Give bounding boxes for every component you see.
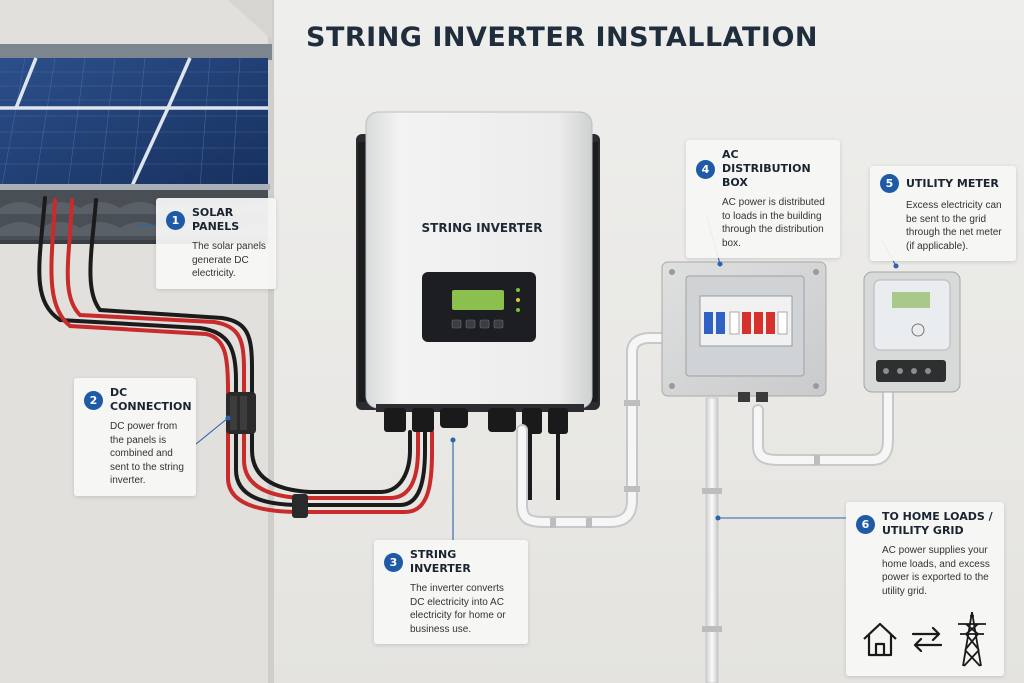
house-icon bbox=[863, 622, 897, 657]
roof-gable bbox=[228, 0, 272, 40]
callout-number: 6 bbox=[856, 514, 875, 534]
callout-text: The inverter converts DC electricity int… bbox=[410, 583, 506, 635]
callout-number: 2 bbox=[84, 390, 103, 410]
callout-text: AC power is distributed to loads in the … bbox=[722, 197, 825, 249]
exchange-arrows-icon bbox=[911, 626, 943, 653]
wall-corner bbox=[268, 0, 274, 683]
callout-number: 4 bbox=[696, 159, 715, 179]
ac-distribution-box bbox=[661, 261, 827, 402]
home-grid-icons bbox=[856, 610, 994, 668]
callout-title: UTILITY METER bbox=[906, 176, 999, 190]
callout-home-loads-grid: 6 TO HOME LOADS / UTILITY GRID AC power s… bbox=[846, 502, 1004, 676]
callout-ac-distribution-box: 4 AC DISTRIBUTION BOX AC power is distrib… bbox=[686, 140, 840, 258]
callout-dc-connection: 2 DC CONNECTION DC power from the panels … bbox=[74, 378, 196, 496]
solar-panel-array bbox=[0, 44, 272, 190]
utility-meter-unit bbox=[863, 271, 961, 393]
string-inverter-unit bbox=[356, 111, 600, 500]
callout-solar-panels: 1 SOLAR PANELS The solar panels generate … bbox=[156, 198, 276, 289]
callout-number: 3 bbox=[384, 552, 403, 572]
callout-string-inverter: 3 STRING INVERTER The inverter converts D… bbox=[374, 540, 528, 644]
callout-utility-meter: 5 UTILITY METER Excess electricity can be… bbox=[870, 166, 1016, 261]
inverter-front-label: STRING INVERTER bbox=[421, 221, 543, 235]
callout-title: STRING INVERTER bbox=[410, 548, 471, 575]
power-tower-icon bbox=[958, 611, 986, 667]
callout-title: AC DISTRIBUTION BOX bbox=[722, 148, 811, 189]
callout-number: 5 bbox=[880, 174, 899, 193]
callout-text: Excess electricity can be sent to the gr… bbox=[906, 200, 1002, 252]
callout-title: DC CONNECTION bbox=[110, 386, 192, 413]
callout-number: 1 bbox=[166, 210, 185, 230]
callout-title: TO HOME LOADS / UTILITY GRID bbox=[882, 510, 993, 537]
callout-title: SOLAR PANELS bbox=[192, 206, 240, 233]
ac-conduits bbox=[516, 332, 894, 683]
dc-cables bbox=[37, 196, 434, 518]
callout-text: DC power from the panels is combined and… bbox=[110, 421, 184, 486]
page-title: STRING INVERTER INSTALLATION bbox=[306, 22, 818, 53]
callout-text: The solar panels generate DC electricity… bbox=[192, 241, 266, 279]
callout-text: AC power supplies your home loads, and e… bbox=[882, 545, 990, 597]
